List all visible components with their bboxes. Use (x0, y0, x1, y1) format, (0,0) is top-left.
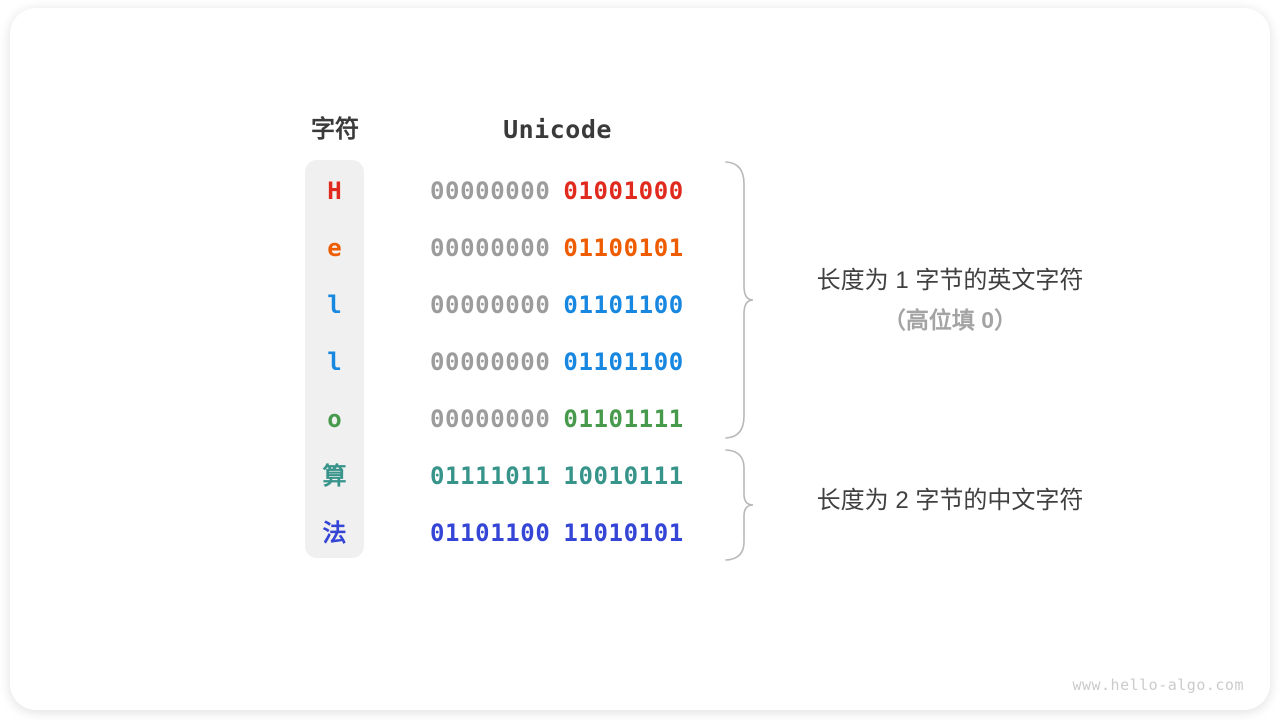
char-cell: l (327, 348, 342, 376)
low-byte: 01101100 (563, 291, 684, 319)
low-byte: 01101100 (563, 348, 684, 376)
low-byte: 01001000 (563, 177, 684, 205)
char-cell: 法 (322, 519, 347, 547)
char-cell: H (327, 177, 342, 205)
character-column-background (305, 160, 364, 558)
low-byte: 10010111 (563, 462, 684, 490)
annotation-chinese-line1: 长度为 2 字节的中文字符 (816, 487, 1084, 514)
high-byte: 00000000 (430, 405, 551, 433)
column-header-char: 字符 (311, 116, 359, 143)
high-byte: 01101100 (430, 519, 551, 547)
binary-cell: 00000000 01100101 (430, 233, 684, 263)
binary-cell: 00000000 01101100 (430, 347, 684, 377)
table-row: o 00000000 01101111 (0, 404, 1280, 434)
char-cell: 算 (322, 462, 347, 490)
annotation-english-line1: 长度为 1 字节的英文字符 (816, 267, 1084, 294)
binary-cell: 00000000 01001000 (430, 176, 684, 206)
table-row: l 00000000 01101100 (0, 347, 1280, 377)
binary-cell: 01111011 10010111 (430, 461, 684, 491)
binary-cell: 01101100 11010101 (430, 518, 684, 548)
high-byte: 00000000 (430, 291, 551, 319)
brace-chinese-group (725, 449, 754, 561)
binary-cell: 00000000 01101111 (430, 404, 684, 434)
char-cell: o (327, 405, 342, 433)
binary-cell: 00000000 01101100 (430, 290, 684, 320)
high-byte: 00000000 (430, 177, 551, 205)
low-byte: 01101111 (563, 405, 684, 433)
table-row: l 00000000 01101100 (0, 290, 1280, 320)
table-row: H 00000000 01001000 (0, 176, 1280, 206)
low-byte: 01100101 (563, 234, 684, 262)
brace-english-group (725, 161, 754, 439)
diagram-card (10, 8, 1270, 710)
table-row: 算 01111011 10010111 (0, 461, 1280, 491)
high-byte: 00000000 (430, 348, 551, 376)
column-header-unicode: Unicode (503, 115, 612, 144)
char-cell: l (327, 291, 342, 319)
low-byte: 11010101 (563, 519, 684, 547)
table-row: 法 01101100 11010101 (0, 518, 1280, 548)
high-byte: 00000000 (430, 234, 551, 262)
table-row: e 00000000 01100101 (0, 233, 1280, 263)
char-cell: e (327, 234, 342, 262)
annotation-english-line2: （高位填 0） (882, 307, 1018, 333)
high-byte: 01111011 (430, 462, 551, 490)
watermark: www.hello-algo.com (1072, 676, 1244, 694)
